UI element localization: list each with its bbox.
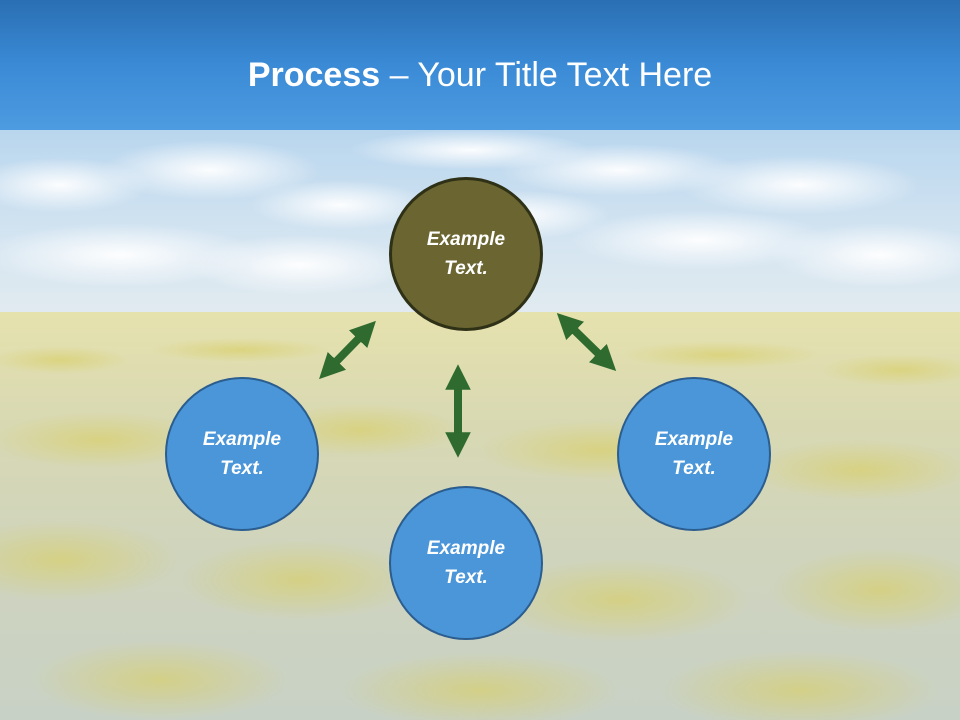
node-top: Example Text.: [389, 177, 543, 331]
node-left-label: Example Text.: [202, 429, 282, 479]
node-left: Example Text.: [165, 377, 319, 531]
slide-title: Process – Your Title Text Here: [0, 52, 960, 98]
title-rest: Your Title Text Here: [417, 56, 713, 94]
node-bottom-label: Example Text.: [426, 538, 506, 588]
node-top-label: Example Text.: [426, 229, 506, 279]
node-right-label: Example Text.: [654, 429, 734, 479]
title-separator: –: [380, 56, 418, 94]
node-right: Example Text.: [617, 377, 771, 531]
node-bottom: Example Text.: [389, 486, 543, 640]
title-bold-part: Process: [247, 56, 381, 94]
